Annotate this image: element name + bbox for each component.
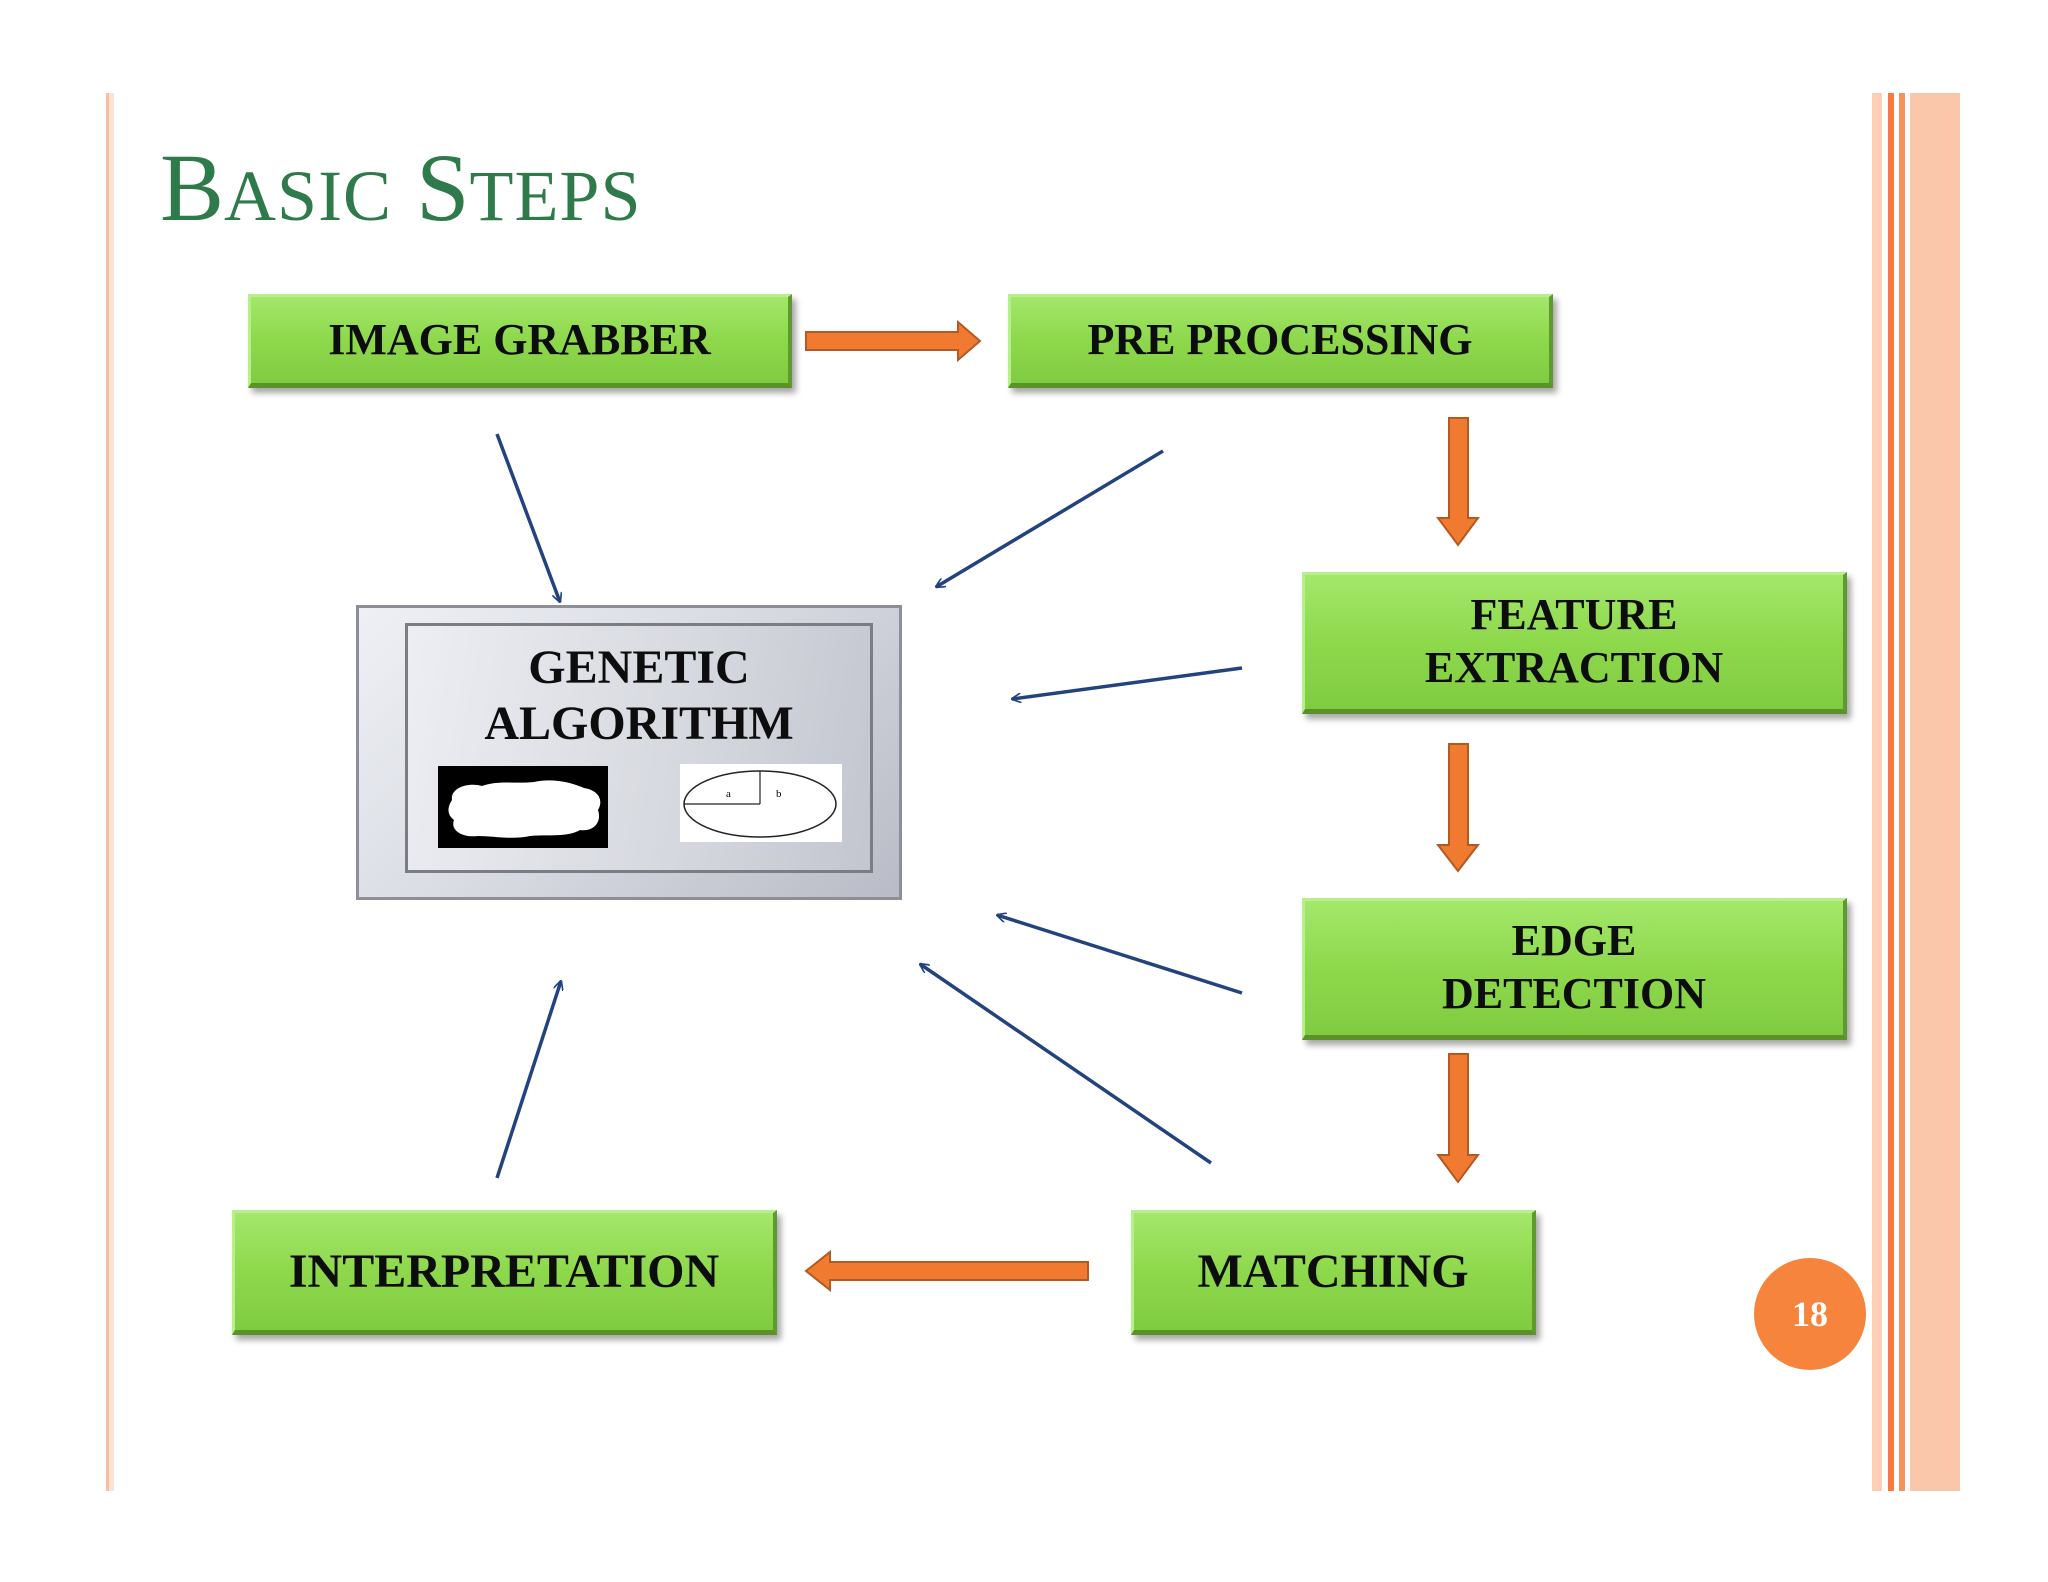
connector-grabber-to-ga	[495, 433, 560, 602]
box-edge-detection: EDGE DETECTION	[1302, 898, 1847, 1040]
genetic-algorithm-panel: GENETIC ALGORITHM a b	[356, 605, 902, 900]
genetic-algorithm-title: GENETIC ALGORITHM	[408, 640, 870, 751]
connector-preprocessing-to-ga	[936, 449, 1164, 589]
arrow-grabber-to-preprocessing	[805, 319, 982, 363]
box-label-line-2: EXTRACTION	[1424, 643, 1724, 692]
title-rest-asic: ASIC	[224, 156, 393, 236]
box-label: IMAGE GRABBER	[328, 314, 711, 364]
connector-edge-to-ga	[997, 915, 1243, 995]
box-label-line-1: EDGE	[1511, 916, 1637, 966]
connector-interpretation-to-ga	[495, 981, 561, 1179]
connector-matching-to-ga	[920, 964, 1212, 1165]
arrow-matching-to-interpretation	[804, 1249, 1089, 1293]
ga-title-line-2: ALGORITHM	[484, 696, 794, 750]
title-rest-teps: TEPS	[469, 156, 642, 236]
box-label-line-2: DETECTION	[1441, 969, 1707, 1018]
ellipse-label-b: b	[776, 788, 782, 800]
title-initial-s: S	[416, 134, 470, 241]
box-image-grabber: IMAGE GRABBER	[248, 294, 792, 388]
box-label: MATCHING	[1197, 1244, 1469, 1298]
arrow-preprocessing-to-feature	[1436, 417, 1480, 547]
box-pre-processing: PRE PROCESSING	[1008, 294, 1553, 388]
right-border-band	[1872, 93, 1960, 1491]
box-matching: MATCHING	[1131, 1210, 1536, 1335]
box-label: PRE PROCESSING	[1087, 314, 1473, 364]
slide-title: BASIC STEPS	[160, 132, 642, 243]
page-number: 18	[1792, 1294, 1828, 1334]
box-interpretation: INTERPRETATION	[232, 1210, 777, 1335]
ellipse-label-a: a	[726, 788, 731, 800]
ellipse-diagram-thumbnail: a b	[680, 764, 842, 842]
box-feature-extraction: FEATURE EXTRACTION	[1302, 572, 1847, 714]
box-label: INTERPRETATION	[288, 1244, 720, 1298]
genetic-algorithm-inner-frame: GENETIC ALGORITHM a b	[405, 623, 873, 873]
arrow-feature-to-edge	[1435, 743, 1481, 873]
box-label-line-1: FEATURE	[1470, 590, 1678, 640]
left-border-rule	[106, 93, 114, 1491]
silhouette-thumbnail	[438, 766, 608, 848]
title-initial-b: B	[160, 134, 225, 241]
connector-feature-to-ga	[1012, 666, 1243, 699]
ga-title-line-1: GENETIC	[528, 641, 750, 694]
arrow-edge-to-matching	[1436, 1053, 1480, 1184]
page-number-badge: 18	[1754, 1258, 1866, 1370]
